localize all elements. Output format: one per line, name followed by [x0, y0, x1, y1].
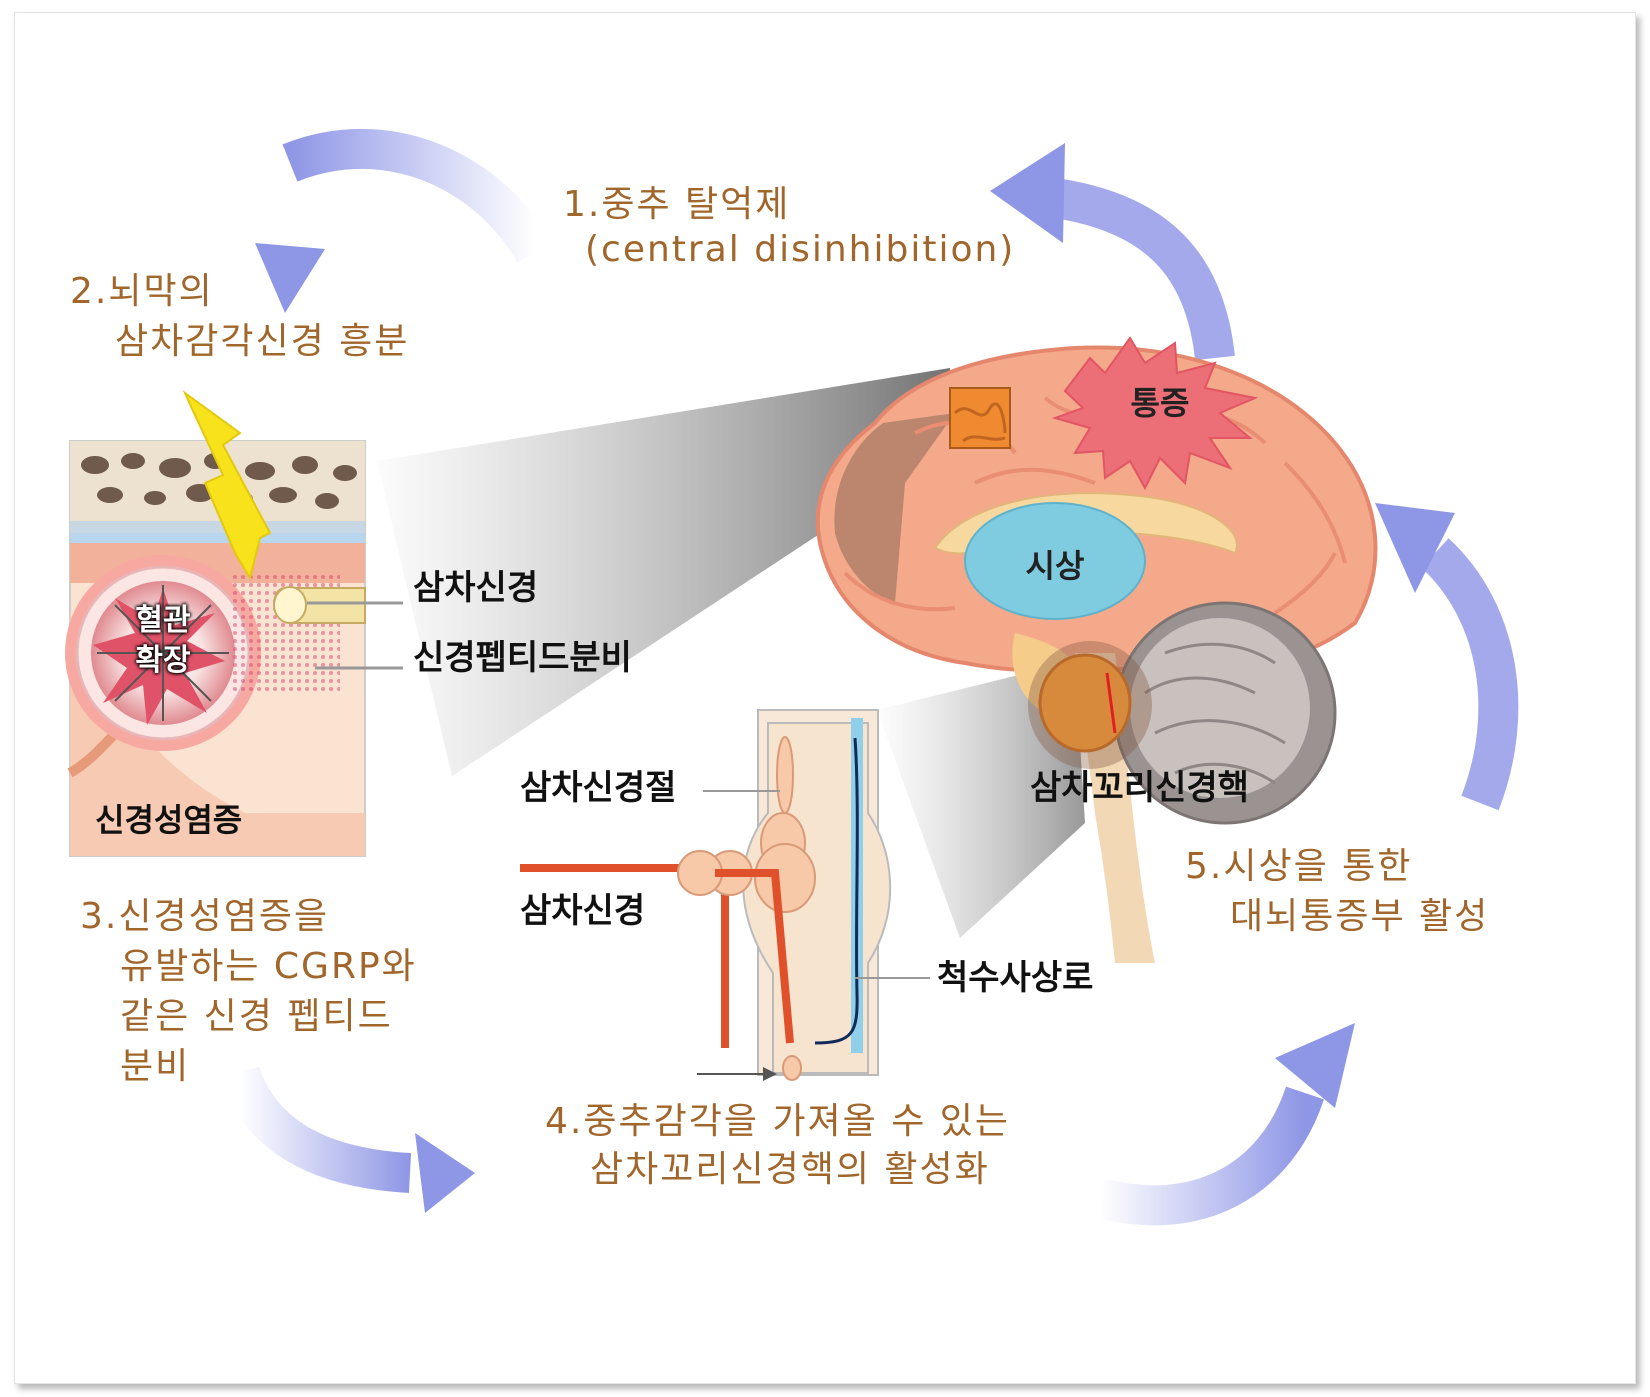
flow-arrow-5-to-1 [990, 143, 1235, 361]
label-spinothalamic-tract: 척수사상로 [937, 958, 1094, 998]
step2-title: 2.뇌막의 [70, 271, 214, 312]
brain-sagittal [815, 336, 1378, 963]
label-pain: 통증 [1130, 384, 1190, 422]
step3-line1: 3.신경성염증을 [80, 896, 330, 937]
diagram-artwork [65, 129, 1519, 1226]
label-neurogenic-inflammation: 신경성염증 [95, 801, 243, 839]
label-trigeminal-ganglion: 삼차신경절 [520, 768, 677, 808]
label-vasodilation-2: 확장 [135, 643, 191, 678]
step5-line2: 대뇌통증부 활성 [1230, 896, 1490, 937]
diagram-canvas: 1.중추 탈억제 (central disinhibition) 2.뇌막의 삼… [14, 12, 1636, 1384]
flow-arrow-up-right [1375, 503, 1519, 811]
brainstem-panel [520, 709, 892, 1081]
step3-line3: 같은 신경 펩티드 [120, 996, 393, 1037]
label-trigeminal-nucleus-caudalis: 삼차꼬리신경핵 [1030, 768, 1249, 808]
step4-line2: 삼차꼬리신경핵의 활성화 [590, 1149, 990, 1190]
step2-subtitle: 삼차감각신경 흥분 [115, 321, 410, 362]
step1-subtitle: (central disinhibition) [585, 229, 1016, 270]
zoom-beam-lower [877, 661, 1085, 938]
flow-arrow-3-to-4 [221, 1066, 475, 1213]
meninges-inset [65, 389, 366, 857]
zoom-beam-upper [377, 368, 950, 776]
label-trigeminal-nerve-bottom: 삼차신경 [520, 891, 646, 931]
step3-line4: 분비 [120, 1046, 191, 1087]
flow-arrow-1-to-2 [255, 129, 553, 313]
step1-title: 1.중추 탈억제 [563, 184, 791, 225]
label-trigeminal-nerve-top: 삼차신경 [413, 568, 539, 608]
label-neuropeptide-release: 신경펩티드분비 [413, 638, 632, 678]
label-thalamus: 시상 [1025, 547, 1085, 585]
step4-line1: 4.중추감각을 가져올 수 있는 [545, 1101, 1010, 1142]
label-vasodilation-1: 혈관 [135, 603, 191, 638]
flow-arrow-4-to-5 [1094, 1023, 1355, 1226]
step5-line1: 5.시상을 통한 [1185, 846, 1413, 887]
step3-line2: 유발하는 CGRP와 [120, 946, 417, 987]
